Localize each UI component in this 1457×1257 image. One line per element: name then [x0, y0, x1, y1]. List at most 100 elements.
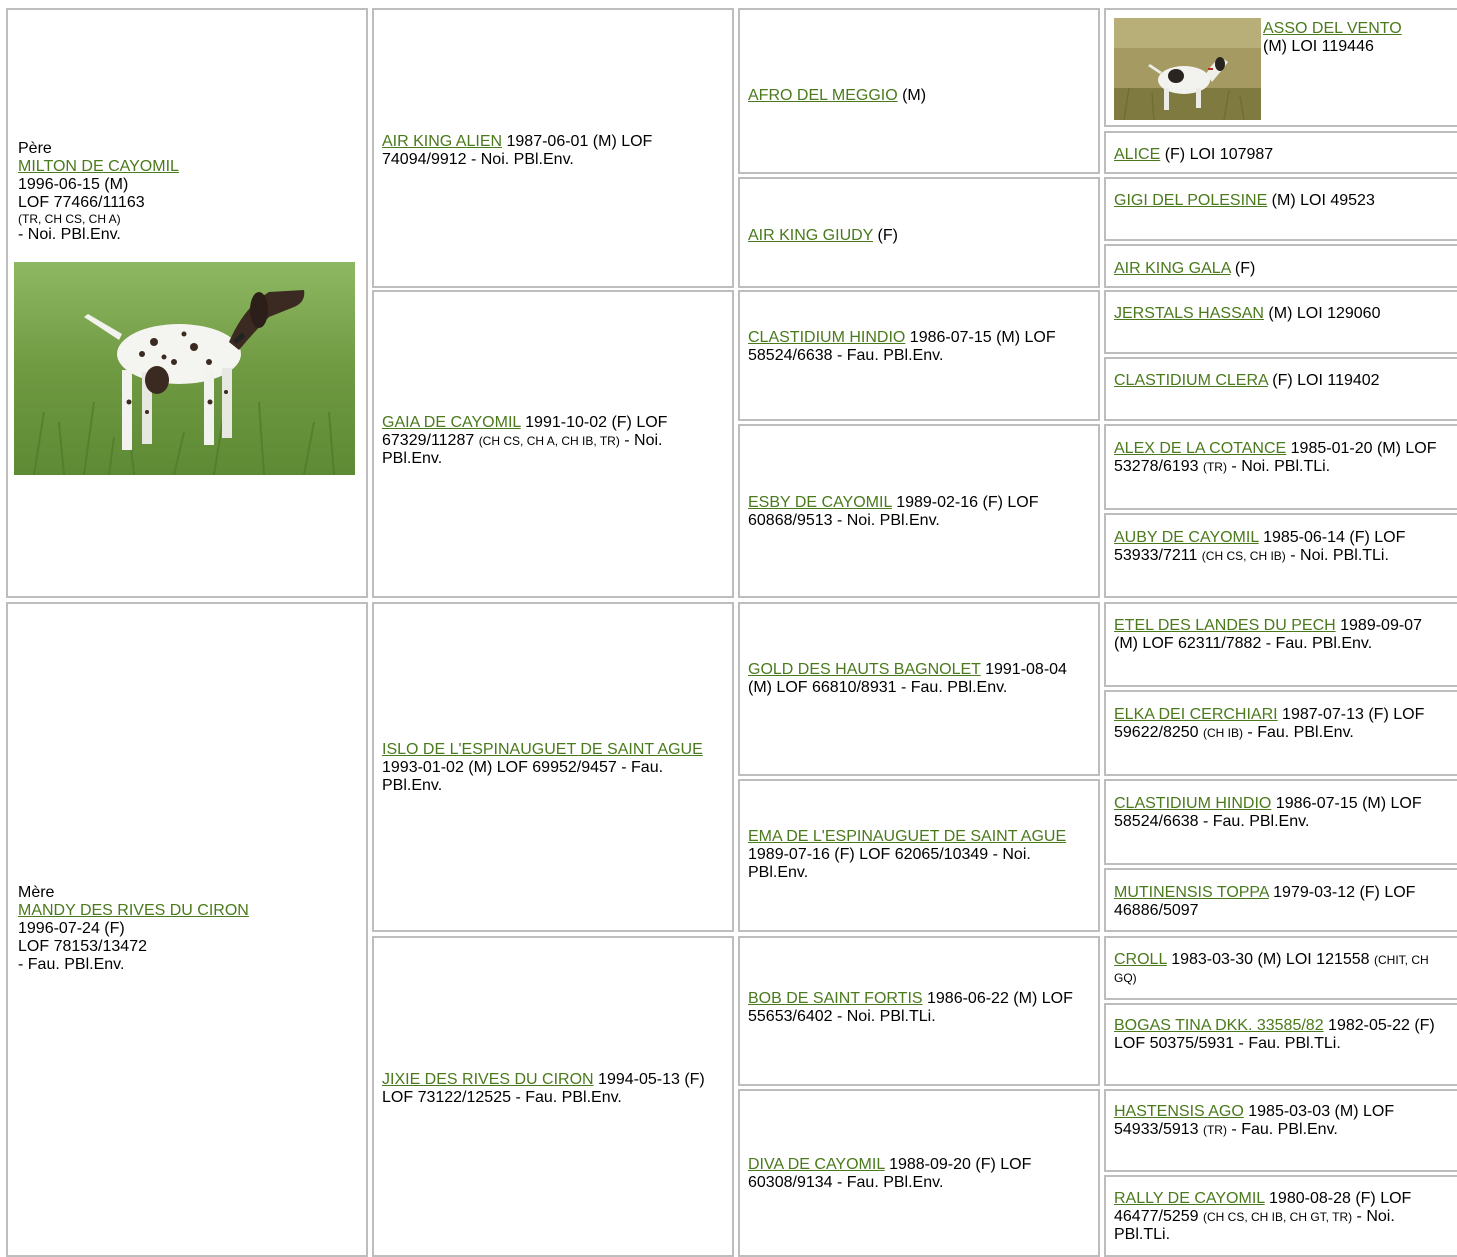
- ancestor-info: 1991-08-04 (M) LOF 66810/8931 - Fau. PBl…: [748, 661, 1067, 696]
- ancestor-info: 1979-03-12 (F) LOF 46886/5097: [1114, 884, 1416, 919]
- ancestor-info: 1986-07-15 (M) LOF 58524/6638 - Fau. PBl…: [748, 329, 1056, 364]
- ancestor-link[interactable]: DIVA DE CAYOMIL: [748, 1156, 885, 1173]
- ancestor-titles: (CHIT, CH GQ): [1114, 953, 1429, 985]
- g4-cell: BOGAS TINA DKK. 33585/82 1982-05-22 (F) …: [1104, 1003, 1457, 1086]
- ancestor-info: 1991-10-02 (F) LOF 67329/11287: [382, 414, 668, 449]
- ancestor-info: (M) LOI 129060: [1263, 305, 1381, 322]
- ancestor-info: (M) LOI 119446: [1263, 38, 1374, 55]
- ancestor-link[interactable]: GOLD DES HAUTS BAGNOLET: [748, 661, 981, 678]
- ancestor-info: 1986-07-15 (M) LOF 58524/6638 - Fau. PBl…: [1114, 795, 1422, 830]
- ancestor-titles: (CH CS, CH IB): [1201, 549, 1286, 563]
- ancestor-info-tail: - Fau. PBl.Env.: [1242, 724, 1354, 741]
- ancestor-info: 1982-05-22 (F) LOF 50375/5931 - Fau. PBl…: [1114, 1017, 1435, 1052]
- ancestor-link[interactable]: RALLY DE CAYOMIL: [1114, 1190, 1265, 1207]
- ancestor-link[interactable]: ELKA DEI CERCHIARI: [1114, 706, 1278, 723]
- g4-cell: RALLY DE CAYOMIL 1980-08-28 (F) LOF 4647…: [1104, 1175, 1457, 1257]
- ancestor-info: 1985-01-20 (M) LOF 53278/6193: [1114, 440, 1437, 475]
- ancestor-info-tail: - Noi. PBl.TLi.: [1285, 547, 1389, 564]
- ancestor-link[interactable]: CLASTIDIUM HINDIO: [748, 329, 906, 346]
- sire-titles: (TR, CH CS, CH A): [18, 212, 121, 226]
- g3-cell: BOB DE SAINT FORTIS 1986-06-22 (M) LOF 5…: [738, 936, 1100, 1086]
- ancestor-titles: (CH CS, CH IB, CH GT, TR): [1202, 1210, 1353, 1224]
- ancestor-info: 1989-02-16 (F) LOF 60868/9513 - Noi. PBl…: [748, 494, 1039, 529]
- ancestor-info: (F) LOI 119402: [1267, 372, 1380, 389]
- g4-cell: JERSTALS HASSAN (M) LOI 129060: [1104, 290, 1457, 354]
- ancestor-info-tail: - Noi. PBl.Env.: [382, 432, 663, 467]
- ancestor-titles: (TR): [1202, 1123, 1227, 1137]
- ancestor-link[interactable]: MUTINENSIS TOPPA: [1114, 884, 1269, 901]
- ancestor-link[interactable]: CLASTIDIUM CLERA: [1114, 372, 1268, 389]
- ancestor-info: (F): [873, 227, 898, 244]
- ancestor-titles: (TR): [1202, 460, 1227, 474]
- sire-born: 1996-06-15 (M): [18, 176, 129, 193]
- ancestor-info: 1989-09-07 (M) LOF 62311/7882 - Fau. PBl…: [1114, 617, 1422, 652]
- sire-photo: [14, 262, 355, 475]
- ancestor-link[interactable]: ETEL DES LANDES DU PECH: [1114, 617, 1336, 634]
- g3-cell: ESBY DE CAYOMIL 1989-02-16 (F) LOF 60868…: [738, 424, 1100, 598]
- ancestor-titles: (CH CS, CH A, CH IB, TR): [478, 434, 620, 448]
- g3-cell: AIR KING GIUDY (F): [738, 177, 1100, 288]
- ancestor-link[interactable]: EMA DE L'ESPINAUGUET DE SAINT AGUE: [748, 828, 1067, 845]
- ancestor-link[interactable]: ISLO DE L'ESPINAUGUET DE SAINT AGUE: [382, 741, 703, 758]
- ancestor-link[interactable]: AUBY DE CAYOMIL: [1114, 529, 1259, 546]
- ancestor-link[interactable]: ALICE: [1114, 146, 1161, 163]
- sire-tail: - Noi. PBl.Env.: [18, 226, 121, 243]
- g4-cell: CLASTIDIUM CLERA (F) LOI 119402: [1104, 357, 1457, 421]
- g4-cell: ETEL DES LANDES DU PECH 1989-09-07 (M) L…: [1104, 602, 1457, 687]
- sire-cell: Père MILTON DE CAYOMIL 1996-06-15 (M) LO…: [6, 8, 368, 598]
- g4-cell: HASTENSIS AGO 1985-03-03 (M) LOF 54933/5…: [1104, 1089, 1457, 1172]
- g4-cell: ALEX DE LA COTANCE 1985-01-20 (M) LOF 53…: [1104, 424, 1457, 510]
- dam-cell: Mère MANDY DES RIVES DU CIRON 1996-07-24…: [6, 602, 368, 1257]
- g4-cell: ELKA DEI CERCHIARI 1987-07-13 (F) LOF 59…: [1104, 690, 1457, 776]
- sire-reg: LOF 77466/11163: [18, 194, 145, 211]
- ancestor-link[interactable]: CLASTIDIUM HINDIO: [1114, 795, 1272, 812]
- ancestor-link[interactable]: JERSTALS HASSAN: [1114, 305, 1264, 322]
- g3-cell: GOLD DES HAUTS BAGNOLET 1991-08-04 (M) L…: [738, 602, 1100, 776]
- ancestor-link[interactable]: AIR KING GIUDY: [748, 227, 874, 244]
- ancestor-info-tail: - Noi. PBl.TLi.: [1114, 1208, 1395, 1243]
- ancestor-info: 1983-03-30 (M) LOI 121558: [1166, 951, 1374, 968]
- ancestor-info: (M) LOI 49523: [1267, 192, 1375, 209]
- ancestor-link[interactable]: AIR KING ALIEN: [382, 133, 503, 150]
- sire-name-link[interactable]: MILTON DE CAYOMIL: [18, 158, 179, 175]
- ancestor-info: (M): [897, 87, 927, 104]
- ancestor-link[interactable]: AIR KING GALA: [1114, 260, 1231, 277]
- ancestor-titles: (CH IB): [1202, 726, 1243, 740]
- g2-cell: AIR KING ALIEN 1987-06-01 (M) LOF 74094/…: [372, 8, 734, 288]
- ancestor-link[interactable]: ESBY DE CAYOMIL: [748, 494, 892, 511]
- g3-cell: DIVA DE CAYOMIL 1988-09-20 (F) LOF 60308…: [738, 1089, 1100, 1257]
- ancestor-link[interactable]: GAIA DE CAYOMIL: [382, 414, 521, 431]
- ancestor-info: 1987-06-01 (M) LOF 74094/9912 - Noi. PBl…: [382, 133, 653, 168]
- ancestor-info: 1986-06-22 (M) LOF 55653/6402 - Noi. PBl…: [748, 990, 1073, 1025]
- ancestor-info: 1989-07-16 (F) LOF 62065/10349 - Noi. PB…: [748, 846, 1031, 881]
- ancestor-link[interactable]: AFRO DEL MEGGIO: [748, 87, 898, 104]
- ancestor-info: 1985-06-14 (F) LOF 53933/7211: [1114, 529, 1406, 564]
- g4-cell: AIR KING GALA (F): [1104, 244, 1457, 288]
- ancestor-link[interactable]: HASTENSIS AGO: [1114, 1103, 1244, 1120]
- ancestor-info: 1980-08-28 (F) LOF 46477/5259: [1114, 1190, 1412, 1225]
- ancestor-info: 1985-03-03 (M) LOF 54933/5913: [1114, 1103, 1395, 1138]
- dam-tail: - Fau. PBl.Env.: [18, 956, 125, 973]
- g3-cell: EMA DE L'ESPINAUGUET DE SAINT AGUE 1989-…: [738, 779, 1100, 932]
- g4-cell: MUTINENSIS TOPPA 1979-03-12 (F) LOF 4688…: [1104, 868, 1457, 932]
- ancestor-info: 1993-01-02 (M) LOF 69952/9457 - Fau. PBl…: [382, 759, 664, 794]
- sire-label: Père: [18, 140, 52, 157]
- ancestor-info: (F) LOI 107987: [1160, 146, 1274, 163]
- ancestor-info: (F): [1230, 260, 1256, 277]
- ancestor-link[interactable]: BOGAS TINA DKK. 33585/82: [1114, 1017, 1324, 1034]
- g2-cell: GAIA DE CAYOMIL 1991-10-02 (F) LOF 67329…: [372, 290, 734, 598]
- g3-cell: CLASTIDIUM HINDIO 1986-07-15 (M) LOF 585…: [738, 290, 1100, 421]
- ancestor-link[interactable]: CROLL: [1114, 951, 1167, 968]
- ancestor-info: 1988-09-20 (F) LOF 60308/9134 - Fau. PBl…: [748, 1156, 1032, 1191]
- ancestor-link[interactable]: GIGI DEL POLESINE: [1114, 192, 1268, 209]
- ancestor-link[interactable]: BOB DE SAINT FORTIS: [748, 990, 923, 1007]
- ancestor-info-tail: - Fau. PBl.Env.: [1226, 1121, 1338, 1138]
- ancestor-link[interactable]: ASSO DEL VENTO: [1263, 20, 1402, 37]
- ancestor-link[interactable]: JIXIE DES RIVES DU CIRON: [382, 1071, 594, 1088]
- ancestor-link[interactable]: ALEX DE LA COTANCE: [1114, 440, 1287, 457]
- g3-cell: AFRO DEL MEGGIO (M): [738, 8, 1100, 174]
- g2-cell: JIXIE DES RIVES DU CIRON 1994-05-13 (F) …: [372, 936, 734, 1257]
- dam-name-link[interactable]: MANDY DES RIVES DU CIRON: [18, 902, 249, 919]
- g4-cell: ALICE (F) LOI 107987: [1104, 131, 1457, 174]
- ancestor-info: 1994-05-13 (F) LOF 73122/12525 - Fau. PB…: [382, 1071, 705, 1106]
